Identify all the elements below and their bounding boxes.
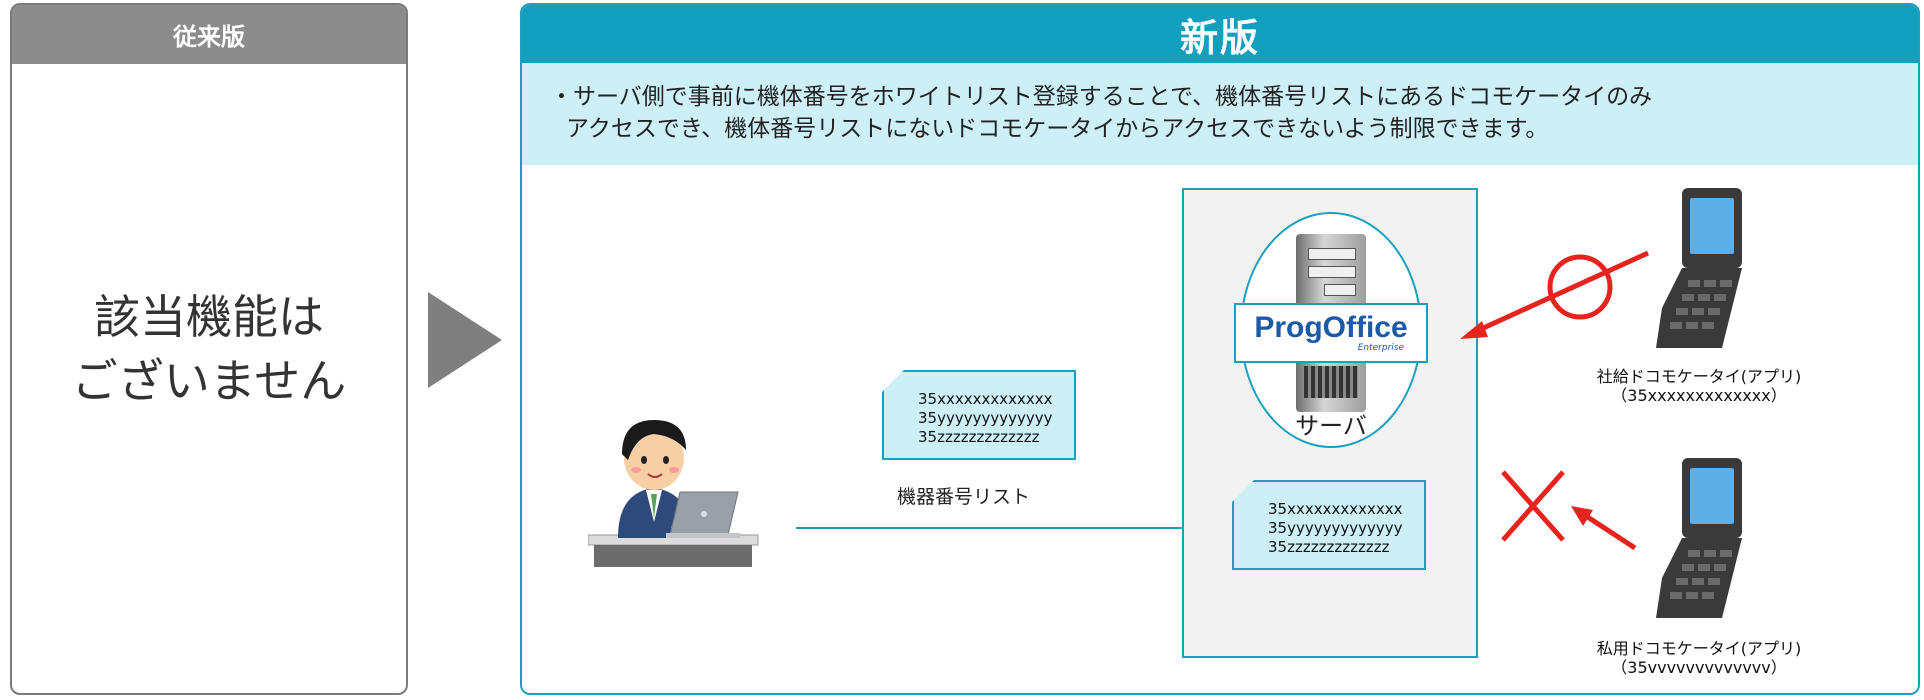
upload-arrow-line bbox=[796, 527, 1214, 529]
list-entry: 35zzzzzzzzzzzzz bbox=[918, 428, 1040, 446]
circle-ok-icon bbox=[1460, 251, 1650, 339]
feature-phone-icon bbox=[1656, 458, 1742, 618]
description-box: ・サーバ側で事前に機体番号をホワイトリスト登録することで、機体番号リストにあるド… bbox=[522, 63, 1918, 165]
list-entry: 35yyyyyyyyyyyyy bbox=[918, 409, 1053, 427]
company-phone-label: 社給ドコモケータイ(アプリ) （35xxxxxxxxxxxxx） bbox=[1584, 367, 1814, 405]
old-version-panel: 従来版 該当機能は ございません bbox=[10, 3, 408, 695]
description-line1: ・サーバ側で事前に機体番号をホワイトリスト登録することで、機体番号リストにあるド… bbox=[550, 84, 1653, 110]
cross-ng-icon bbox=[1501, 470, 1637, 551]
server-label: サーバ bbox=[1295, 412, 1367, 440]
right-triangle-arrow-icon bbox=[428, 292, 502, 388]
new-version-panel: 新版 ・サーバ側で事前に機体番号をホワイトリスト登録することで、機体番号リストに… bbox=[520, 3, 1920, 695]
list-entry: 35xxxxxxxxxxxxx bbox=[918, 390, 1053, 408]
logo-main-text: ProgOffice bbox=[1254, 311, 1408, 344]
list-entry: 35xxxxxxxxxxxxx bbox=[1268, 500, 1403, 518]
private-phone-label-line1: 私用ドコモケータイ(アプリ) bbox=[1596, 639, 1802, 658]
list-entry: 35zzzzzzzzzzzzz bbox=[1268, 538, 1390, 556]
list-entry: 35yyyyyyyyyyyyy bbox=[1268, 519, 1403, 537]
feature-phone-icon bbox=[1656, 188, 1742, 348]
old-version-header: 従来版 bbox=[12, 5, 406, 64]
server-ellipse: ProgOffice Enterprise サーバ bbox=[1234, 212, 1428, 448]
logo-sub-text: Enterprise bbox=[1357, 343, 1404, 353]
progoffice-logo: ProgOffice Enterprise bbox=[1234, 303, 1428, 363]
device-number-list-document: 35xxxxxxxxxxxxx 35yyyyyyyyyyyyy 35zzzzzz… bbox=[882, 370, 1076, 460]
private-phone-label-line2: （35vvvvvvvvvvvvv） bbox=[1611, 658, 1787, 677]
company-phone-label-line1: 社給ドコモケータイ(アプリ) bbox=[1596, 367, 1802, 386]
new-version-header: 新版 bbox=[522, 5, 1918, 63]
server-tower-icon bbox=[1296, 234, 1366, 412]
private-phone-label: 私用ドコモケータイ(アプリ) （35vvvvvvvvvvvvv） bbox=[1584, 639, 1814, 677]
server-area: ProgOffice Enterprise サーバ bbox=[1182, 188, 1478, 658]
old-version-body-line2: ございません bbox=[71, 354, 347, 408]
server-whitelist-document: 35xxxxxxxxxxxxx 35yyyyyyyyyyyyy 35zzzzzz… bbox=[1232, 480, 1426, 570]
company-phone-label-line2: （35xxxxxxxxxxxxx） bbox=[1611, 386, 1787, 405]
person-at-laptop-icon bbox=[588, 420, 759, 567]
device-list-caption: 機器番号リスト bbox=[897, 486, 1031, 508]
old-version-body: 該当機能は ございません bbox=[12, 285, 406, 413]
description-line2: アクセスでき、機体番号リストにないドコモケータイからアクセスできないよう制限でき… bbox=[566, 116, 1549, 142]
old-version-body-line1: 該当機能は bbox=[94, 290, 324, 344]
